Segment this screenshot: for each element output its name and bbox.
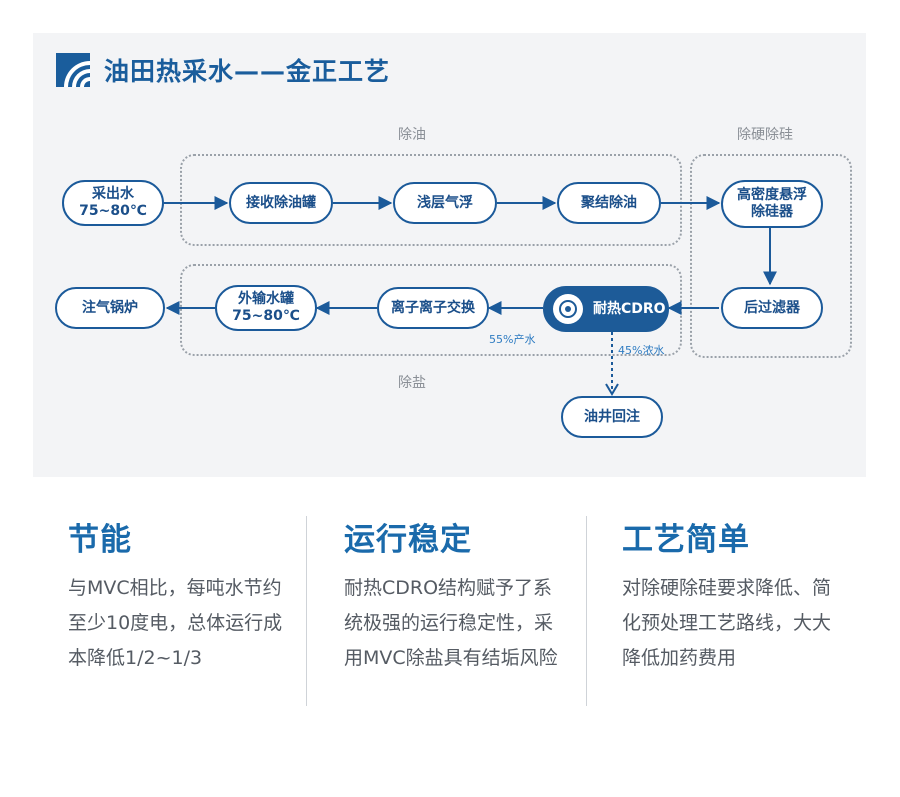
node-hd-clarifier: 高密度悬浮除硅器 — [721, 180, 823, 228]
group-desilica — [690, 154, 852, 358]
node-reinjection: 油井回注 — [561, 396, 663, 438]
feature-body: 耐热CDRO结构赋予了系统极强的运行稳定性，采用MVC除盐具有结垢风险 — [344, 577, 558, 669]
arrow-cdro-to-reinjection-head — [605, 383, 619, 396]
feature-simple: 工艺简单 对除硬除硅要求降低、简化预处理工艺路线，大大降低加药费用 — [622, 514, 844, 676]
diagram-panel — [33, 33, 866, 477]
node-shallow-float: 浅层气浮 — [393, 182, 497, 224]
group-label-desalt: 除盐 — [398, 375, 426, 391]
feature-stable: 运行稳定 耐热CDRO结构赋予了系统极强的运行稳定性，采用MVC除盐具有结垢风险 — [344, 514, 566, 676]
disc-icon — [553, 294, 583, 324]
group-label-desilica: 除硬除硅 — [737, 127, 793, 143]
label-product-water: 55%产水 — [489, 333, 536, 346]
feature-title: 运行稳定 — [344, 522, 472, 558]
feature-body: 与MVC相比，每吨水节约至少10度电，总体运行成本降低1/2~1/3 — [68, 577, 283, 669]
node-post-filter: 后过滤器 — [721, 287, 823, 329]
feature-title: 节能 — [68, 522, 132, 558]
feature-energy: 节能 与MVC相比，每吨水节约至少10度电，总体运行成本降低1/2~1/3 — [68, 514, 290, 676]
node-boiler: 注气锅炉 — [55, 287, 165, 329]
divider — [586, 516, 587, 706]
page-title: 油田热采水——金正工艺 — [104, 57, 391, 86]
node-ion-exchange: 离子离子交换 — [377, 287, 489, 329]
divider — [306, 516, 307, 706]
feature-body: 对除硬除硅要求降低、简化预处理工艺路线，大大降低加药费用 — [622, 577, 832, 669]
feature-title: 工艺简单 — [622, 522, 750, 558]
header: 油田热采水——金正工艺 — [56, 52, 390, 88]
node-cdro: 耐热CDRO — [543, 286, 669, 332]
label-concentrate: 45%浓水 — [618, 344, 665, 357]
group-label-deoil: 除油 — [398, 127, 426, 143]
group-deoil — [180, 154, 682, 246]
company-logo-icon — [56, 53, 90, 87]
node-receive-tank: 接收除油罐 — [229, 182, 333, 224]
node-coalesce: 聚结除油 — [557, 182, 661, 224]
